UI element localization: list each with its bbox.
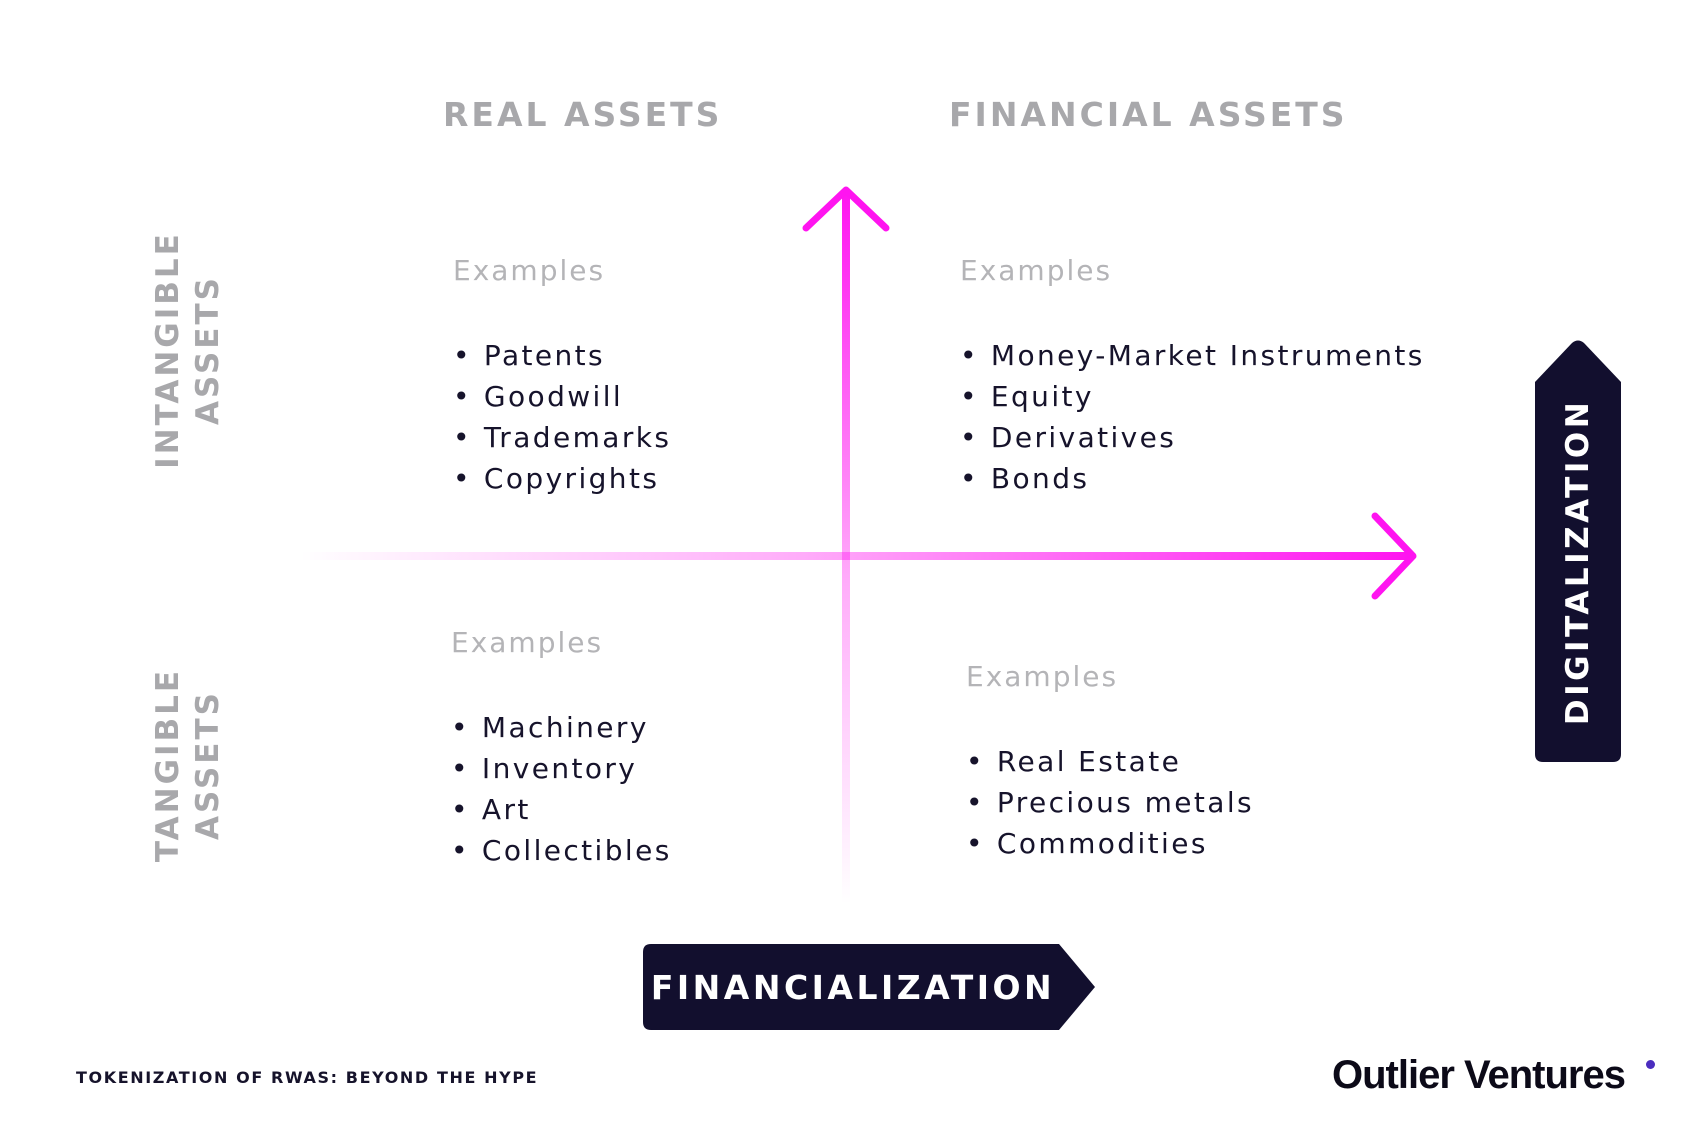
examples-list: Machinery Inventory Art Collectibles [451, 707, 672, 871]
examples-label: Examples [960, 254, 1113, 287]
list-item: Derivatives [960, 417, 1425, 458]
quadrant-tangible-financial: Examples Real Estate Precious metals Com… [966, 660, 1254, 864]
row-header-line: TANGIBLE [150, 667, 186, 863]
list-item: Goodwill [453, 376, 671, 417]
list-item: Equity [960, 376, 1425, 417]
row-header-line: INTANGIBLE [150, 231, 186, 469]
list-item: Commodities [966, 823, 1254, 864]
list-item: Machinery [451, 707, 672, 748]
list-item: Bonds [960, 458, 1425, 499]
horizontal-axis-arrow [300, 512, 1417, 600]
report-title: TOKENIZATION OF RWAS: BEYOND THE HYPE [76, 1068, 539, 1087]
list-item: Copyrights [453, 458, 671, 499]
row-header-line: ASSETS [190, 690, 226, 840]
quadrant-intangible-financial: Examples Money-Market Instruments Equity… [960, 254, 1425, 499]
brand-logo: Outlier Ventures [1332, 1053, 1626, 1097]
column-header-real-assets: REAL ASSETS [443, 95, 723, 134]
row-header-line: ASSETS [190, 275, 226, 425]
list-item: Inventory [451, 748, 672, 789]
examples-label: Examples [451, 626, 604, 659]
list-item: Patents [453, 335, 671, 376]
badge-arrow-shape [643, 944, 1095, 1030]
digitalization-label: DIGITALIZATION [1560, 398, 1596, 726]
list-item: Real Estate [966, 741, 1254, 782]
digitalization-badge: DIGITALIZATION [1535, 340, 1621, 766]
examples-list: Real Estate Precious metals Commodities [966, 741, 1254, 864]
vertical-axis-arrow [802, 186, 890, 904]
examples-label: Examples [453, 254, 606, 287]
list-item: Money-Market Instruments [960, 335, 1425, 376]
list-item: Precious metals [966, 782, 1254, 823]
badge-arrow-shape [1535, 340, 1621, 762]
column-header-financial-assets: FINANCIAL ASSETS [949, 95, 1348, 134]
quadrant-tangible-real: Examples Machinery Inventory Art Collect… [451, 626, 672, 871]
examples-list: Patents Goodwill Trademarks Copyrights [453, 335, 671, 499]
financialization-label: FINANCIALIZATION [650, 967, 1056, 1007]
list-item: Art [451, 789, 672, 830]
examples-label: Examples [966, 660, 1119, 693]
list-item: Trademarks [453, 417, 671, 458]
brand-dot-icon [1646, 1060, 1655, 1069]
quadrant-intangible-real: Examples Patents Goodwill Trademarks Cop… [453, 254, 671, 499]
list-item: Collectibles [451, 830, 672, 871]
examples-list: Money-Market Instruments Equity Derivati… [960, 335, 1425, 499]
financialization-badge: FINANCIALIZATION [643, 944, 1103, 1034]
